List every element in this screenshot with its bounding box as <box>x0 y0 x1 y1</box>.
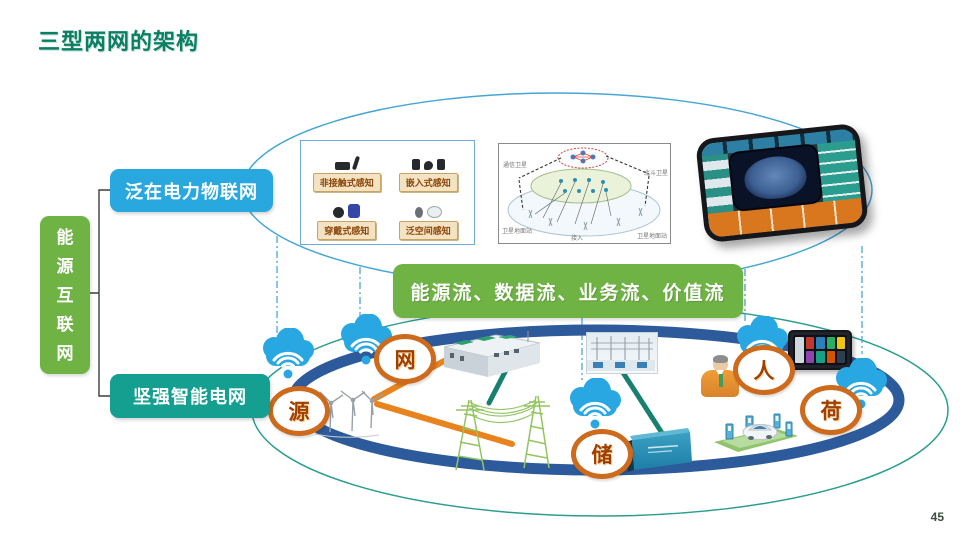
device-icon <box>411 158 420 170</box>
app-tile <box>826 337 835 349</box>
app-tile <box>816 351 825 363</box>
energy-internet-box: 能 源 互 联 网 <box>40 216 90 374</box>
page-number: 45 <box>930 510 944 524</box>
substation-image <box>586 332 658 374</box>
app-tile <box>816 337 825 349</box>
teal-link <box>619 368 665 436</box>
node-label: 源 <box>288 401 310 424</box>
cloud-wifi-icon <box>567 377 623 434</box>
satellite-label: 卫星地面站 <box>636 234 667 240</box>
page-title: 三型两网的架构 <box>38 29 200 54</box>
balloon-icon <box>414 207 423 218</box>
satellite-diagram <box>507 147 661 237</box>
backpack-icon <box>348 204 361 218</box>
chip-icon <box>423 160 433 170</box>
energy-internet-char: 网 <box>56 343 74 363</box>
downlinks <box>534 181 612 225</box>
teal-link <box>486 367 509 406</box>
device-screen <box>700 128 864 238</box>
sensing-panel-image: 非接触式感知 嵌入式感知 穿戴式感知 泛空间感知 <box>300 140 475 245</box>
satellite-label: 接入 <box>571 236 584 242</box>
sensor-icons <box>411 152 445 170</box>
node-label: 人 <box>753 360 775 383</box>
sensing-cell: 穿戴式感知 <box>307 194 387 240</box>
node-load: 荷 <box>800 385 862 435</box>
node-label: 储 <box>591 444 613 467</box>
ev-charging-image <box>714 413 798 452</box>
bracket <box>90 189 111 397</box>
sensing-cell: 非接触式感知 <box>307 145 387 192</box>
sensor-icons <box>414 200 442 218</box>
substation-structures <box>587 336 655 371</box>
app-tile <box>837 337 845 349</box>
sensing-label: 穿戴式感知 <box>317 221 377 240</box>
device-icon <box>436 158 445 170</box>
flows-banner: 能源流、数据流、业务流、价值流 <box>393 264 743 318</box>
transmission-towers-image <box>455 395 550 471</box>
energy-internet-char: 联 <box>56 314 74 334</box>
node-label: 网 <box>394 349 416 372</box>
smart-panel-screen <box>793 335 847 365</box>
power-plant-image <box>443 331 541 377</box>
smart-panel-image <box>788 330 852 370</box>
energy-internet-char: 互 <box>56 285 74 305</box>
app-tile <box>805 351 814 363</box>
sensor-icons <box>333 200 361 218</box>
teal-links <box>486 367 665 436</box>
brain-scan-device-image <box>695 122 869 244</box>
satellite-row <box>559 178 608 193</box>
node-storage: 储 <box>571 429 633 479</box>
satellite-label: 北斗卫星 <box>643 171 668 177</box>
flows-banner-text: 能源流、数据流、业务流、价值流 <box>410 282 726 304</box>
wind-turbines-image <box>314 390 384 438</box>
person-head <box>713 355 728 372</box>
brain-silhouette <box>742 153 809 203</box>
app-tile <box>805 337 814 349</box>
node-label: 荷 <box>820 400 842 423</box>
probe-icon <box>352 155 361 170</box>
sensor-icons <box>335 152 361 170</box>
satellite-label: 通信卫星 <box>503 163 528 169</box>
sensing-cell: 嵌入式感知 <box>389 145 469 192</box>
camera-icon <box>335 161 351 170</box>
car <box>742 424 778 440</box>
charging-posts <box>725 413 793 440</box>
energy-internet-char: 能 <box>56 227 74 247</box>
node-network: 网 <box>374 334 436 384</box>
smart-grid-layer-box: 坚强智能电网 <box>110 374 270 418</box>
satellite-label: 卫星地面站 <box>502 229 533 235</box>
dish-icon <box>426 206 442 218</box>
sensing-label: 泛空间感知 <box>398 221 458 240</box>
person-image <box>701 355 741 407</box>
sensing-label: 嵌入式感知 <box>398 172 458 192</box>
node-source: 源 <box>268 386 330 436</box>
brain-image <box>729 145 822 211</box>
orange-link <box>374 401 515 447</box>
cloud-wifi-icon <box>833 357 889 414</box>
energy-internet-char: 源 <box>56 256 74 276</box>
sensing-label: 非接触式感知 <box>312 172 381 192</box>
iot-layer-box: 泛在电力物联网 <box>110 169 273 212</box>
sensing-cell: 泛空间感知 <box>389 194 469 240</box>
knob-icon <box>333 207 345 218</box>
app-tile <box>837 351 845 363</box>
person-body <box>701 370 739 397</box>
app-tile <box>826 351 835 363</box>
battery-container-image <box>626 428 692 472</box>
node-people: 人 <box>733 345 795 395</box>
panel-strip <box>795 337 804 363</box>
satellite-network-panel-image: 通信卫星 北斗卫星 卫星地面站 卫星地面站 接入 <box>498 143 671 244</box>
cloud-wifi-icon <box>260 327 316 384</box>
ground-stations <box>528 207 643 231</box>
